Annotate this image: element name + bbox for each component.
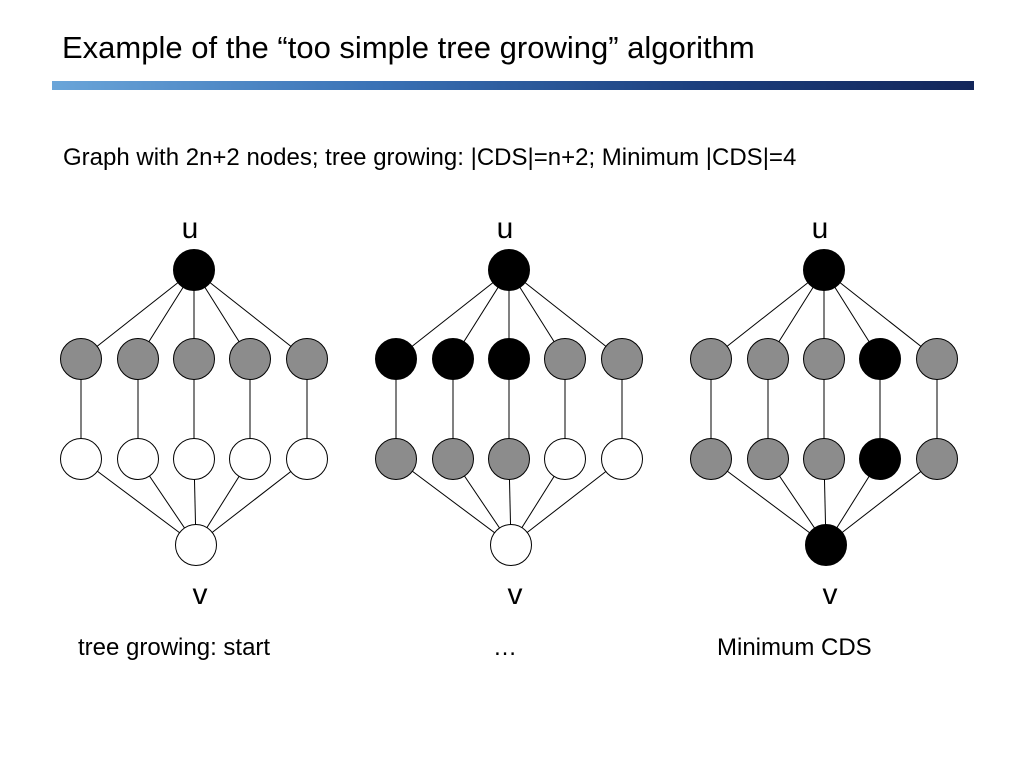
- node-v: [175, 524, 217, 566]
- node-v: [805, 524, 847, 566]
- edge-lower-v: [710, 458, 827, 546]
- edge-lower-v: [825, 458, 938, 546]
- caption-minimum-cds: Minimum CDS: [717, 634, 872, 661]
- edge-u-upper: [710, 269, 825, 360]
- node-u: [488, 249, 530, 291]
- label-u: u: [182, 212, 199, 245]
- node-upper: [229, 338, 271, 380]
- node-u: [173, 249, 215, 291]
- node-lower: [916, 438, 958, 480]
- node-upper: [60, 338, 102, 380]
- node-upper: [375, 338, 417, 380]
- node-lower: [747, 438, 789, 480]
- node-v: [490, 524, 532, 566]
- node-lower: [286, 438, 328, 480]
- node-lower: [859, 438, 901, 480]
- caption-tree-growing-start: tree growing: start: [78, 634, 271, 661]
- node-lower: [375, 438, 417, 480]
- node-upper: [117, 338, 159, 380]
- node-u: [803, 249, 845, 291]
- title-underline-bar: [52, 81, 974, 90]
- node-lower: [173, 438, 215, 480]
- edge-u-upper: [395, 269, 510, 360]
- node-upper: [747, 338, 789, 380]
- label-v: v: [508, 578, 523, 611]
- label-u: u: [812, 212, 829, 245]
- node-upper: [601, 338, 643, 380]
- slide-subtitle: Graph with 2n+2 nodes; tree growing: |CD…: [63, 144, 797, 171]
- slide-title: Example of the “too simple tree growing”…: [62, 30, 755, 65]
- node-upper: [859, 338, 901, 380]
- label-v: v: [823, 578, 838, 611]
- node-lower: [229, 438, 271, 480]
- node-upper: [916, 338, 958, 380]
- edge-lower-v: [395, 458, 512, 546]
- node-upper: [432, 338, 474, 380]
- label-v: v: [193, 578, 208, 611]
- node-upper: [173, 338, 215, 380]
- caption-ellipsis: …: [493, 634, 517, 661]
- edge-lower-v: [195, 458, 308, 546]
- node-lower: [601, 438, 643, 480]
- node-lower: [690, 438, 732, 480]
- edge-lower-v: [80, 458, 197, 546]
- edge-lower-v: [510, 458, 623, 546]
- label-u: u: [497, 212, 514, 245]
- node-upper: [544, 338, 586, 380]
- node-lower: [544, 438, 586, 480]
- edge-u-upper: [823, 269, 938, 360]
- node-lower: [488, 438, 530, 480]
- edge-u-upper: [193, 269, 308, 360]
- node-upper: [690, 338, 732, 380]
- node-upper: [488, 338, 530, 380]
- node-lower: [60, 438, 102, 480]
- node-lower: [432, 438, 474, 480]
- node-upper: [803, 338, 845, 380]
- edge-u-upper: [80, 269, 195, 360]
- node-lower: [117, 438, 159, 480]
- edge-u-upper: [508, 269, 623, 360]
- node-lower: [803, 438, 845, 480]
- node-upper: [286, 338, 328, 380]
